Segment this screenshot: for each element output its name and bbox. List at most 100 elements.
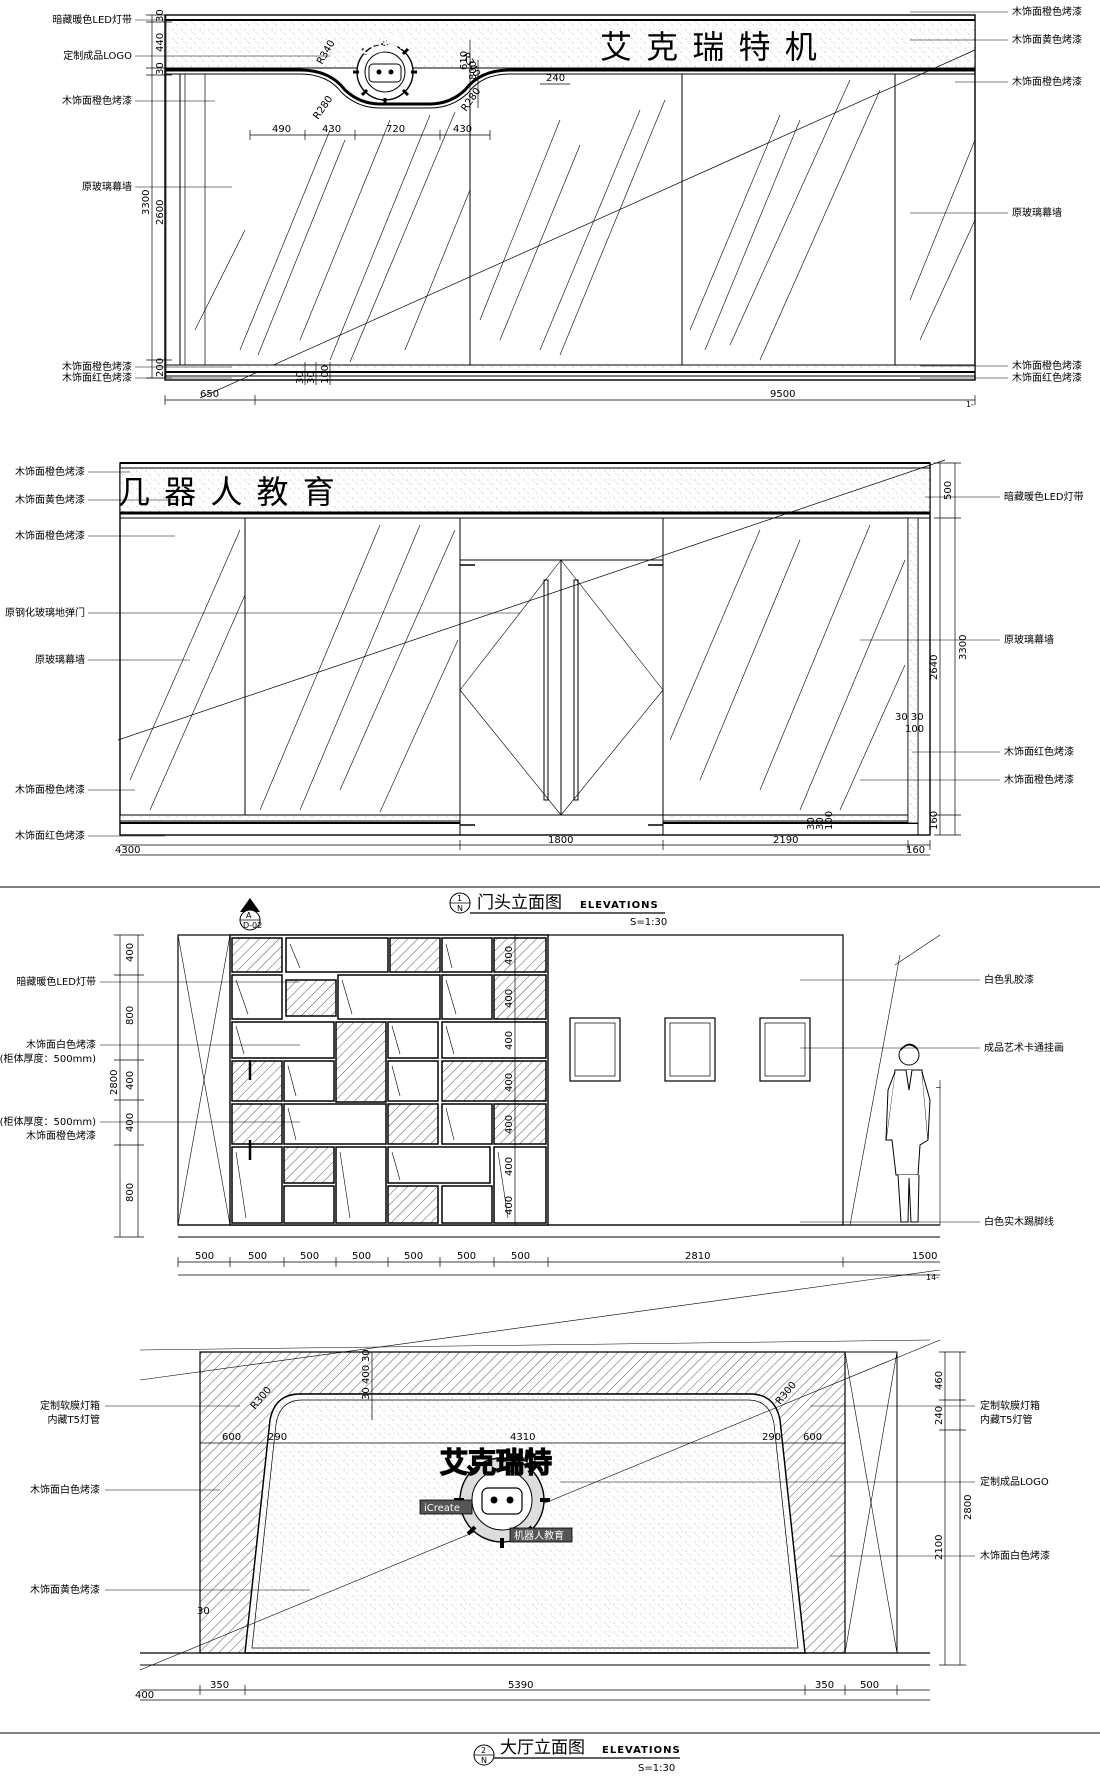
elev1-callout-left-2: 定制成品LOGO [63, 49, 132, 62]
elev3-callout-left-4: (柜体厚度：500mm) [0, 1115, 96, 1128]
elev1-dim-800: 800 [468, 61, 479, 80]
elev4-dim-right-2100: 2100 [934, 1535, 945, 1560]
elev3-dim-bottom-2: 500 [248, 1251, 267, 1262]
elev3-dim-left-1: 400 [125, 943, 136, 962]
elev3-dim-mid-7: 400 [504, 1196, 515, 1215]
elev1-dim-bottom-9500: 9500 [770, 389, 795, 400]
elev4-dim-right-460: 460 [934, 1371, 945, 1390]
elev1-callout-left-6: 木饰面红色烤漆 [62, 371, 132, 384]
elev4-dim-inner-400: 400 [361, 1365, 372, 1384]
elev3-dim-left-5: 400 [125, 1113, 136, 1132]
title1-sheet: N [457, 904, 463, 913]
elev2-callout-left-2: 木饰面黄色烤漆 [15, 493, 85, 506]
elevation-1-facade: 艾 克 瑞 特 机 艾克瑞特 490 430 720 [52, 5, 1082, 409]
elev3-art-frames [569, 1017, 811, 1082]
elev4-dim-inner-290-left: 290 [268, 1432, 287, 1443]
elev2-dim-inner-30a: 30 [806, 817, 817, 830]
elev3-section-tag: A [246, 911, 252, 920]
elev3-dim-bottom-1: 500 [195, 1251, 214, 1262]
elev1-dim-bottom-30b: 30 [306, 371, 317, 384]
elev1-dim-top-2: 430 [322, 124, 341, 135]
elev3-dim-left-2: 800 [125, 1006, 136, 1025]
elev2-dim-right-2640: 2640 [929, 655, 940, 680]
elev4-dim-inner-290-right: 290 [762, 1432, 781, 1443]
elev3-dim-mid-2: 400 [504, 989, 515, 1008]
title1-cn: 门头立面图 [477, 893, 562, 913]
elev3-page-mark: 14- [926, 1273, 939, 1282]
elev3-dim-bottom-9: 1500 [912, 1251, 937, 1262]
elev1-dim-bottom-650: 650 [200, 389, 219, 400]
drawing-title-1: 1 N 门头立面图 ELEVATIONS S=1:30 [449, 892, 667, 928]
elev1-dim-left-3300: 3300 [141, 190, 152, 215]
elev3-section-marker: A D-02 [239, 898, 262, 931]
elev4-dim-inner-30b: 30 [361, 1387, 372, 1400]
elev3-dim-left-6: 800 [125, 1183, 136, 1202]
elev3-dim-bottom-7: 500 [511, 1251, 530, 1262]
elev2-dim-bottom-160: 160 [906, 845, 925, 856]
drawing-title-2: 2 N 大厅立面图 ELEVATIONS S=1:30 [473, 1738, 680, 1774]
title1-scale: S=1:30 [630, 917, 667, 928]
elev4-callout-left-3: 木饰面白色烤漆 [30, 1483, 100, 1496]
title2-number: 2 [481, 1746, 486, 1755]
elev3-wavy-break: ~ [935, 1083, 942, 1092]
elev1-callout-left-1: 暗藏暖色LED灯带 [52, 13, 132, 26]
elev2-dim-right-500: 500 [943, 481, 954, 500]
elev4-callout-right-3: 定制成品LOGO [980, 1475, 1049, 1488]
elev1-dim-left-2600: 2600 [155, 200, 166, 225]
elev4-dim-bottom-350a: 350 [210, 1680, 229, 1691]
elev3-dim-mid-5: 400 [504, 1115, 515, 1134]
elev3-callout-left-3: (柜体厚度：500mm) [0, 1052, 96, 1065]
elev3-dim-left-3: 2800 [109, 1070, 120, 1095]
elev2-glass-door [459, 559, 664, 826]
elev4-logo-sub2: 机器人教育 [514, 1529, 564, 1542]
elev3-shelving-unit [229, 934, 549, 1226]
elev1-callout-right-2: 木饰面黄色烤漆 [1012, 33, 1082, 46]
elev3-dim-mid-1: 400 [504, 946, 515, 965]
elev4-dim-bottom-500: 500 [860, 1680, 879, 1691]
elev3-dim-mid-4: 400 [504, 1073, 515, 1092]
elev1-dim-left-440: 440 [155, 33, 166, 52]
elev2-callout-right-4: 木饰面橙色烤漆 [1004, 773, 1074, 786]
elev3-section-ref: D-02 [243, 921, 262, 930]
elev4-callout-left-1: 定制软膜灯箱 [40, 1399, 100, 1412]
elev1-callout-right-3: 木饰面橙色烤漆 [1012, 75, 1082, 88]
elev3-callout-right-2: 成品艺术卡通挂画 [984, 1041, 1064, 1054]
elev2-dim-inner-100b: 100 [824, 811, 835, 830]
elev1-callout-left-4: 原玻璃幕墙 [82, 180, 132, 193]
elev1-dim-bottom-30a: 30 [295, 371, 306, 384]
elev2-dim-bottom-2190: 2190 [773, 835, 798, 846]
elev4-logo: 艾克瑞特 iCreate 机器人教育 [419, 1445, 573, 1548]
elev1-callout-left-5: 木饰面橙色烤漆 [62, 360, 132, 373]
elev3-callout-left-1: 暗藏暖色LED灯带 [16, 975, 96, 988]
elev3-dim-bottom-6: 500 [457, 1251, 476, 1262]
elev2-sign-text: 几 器 人 教 育 [118, 473, 337, 511]
elev4-dim-right-2800: 2800 [963, 1495, 974, 1520]
elev1-callout-left-3: 木饰面橙色烤漆 [62, 94, 132, 107]
elev4-callout-right-2: 内藏T5灯管 [980, 1413, 1032, 1426]
elev3-dim-mid-6: 400 [504, 1157, 515, 1176]
elev2-dim-bottom-1800: 1800 [548, 835, 573, 846]
elev1-dim-r280-left: R280 [311, 94, 335, 122]
elev2-callout-right-2: 原玻璃幕墙 [1004, 633, 1054, 646]
elev2-callout-left-3: 木饰面橙色烤漆 [15, 529, 85, 542]
elev1-logo: 艾克瑞特 [353, 32, 417, 104]
elev1-dim-240: 240 [546, 73, 565, 84]
elev2-dim-inner-100: 100 [905, 724, 924, 735]
elev1-dim-left-30a: 30 [155, 9, 166, 22]
elev2-callout-left-7: 木饰面红色烤漆 [15, 829, 85, 842]
elev3-dim-bottom-3: 500 [300, 1251, 319, 1262]
elev4-callout-left-2: 内藏T5灯管 [48, 1413, 100, 1426]
elev4-callout-right-4: 木饰面白色烤漆 [980, 1549, 1050, 1562]
elev4-callout-left-4: 木饰面黄色烤漆 [30, 1583, 100, 1596]
elev4-dim-inner-600-right: 600 [803, 1432, 822, 1443]
elev4-dim-right-240: 240 [934, 1406, 945, 1425]
elev4-dim-bottom-5390: 5390 [508, 1680, 533, 1691]
elevation-2-entrance: 几 器 人 教 育 [5, 459, 1084, 856]
elev2-callout-right-3: 木饰面红色烤漆 [1004, 745, 1074, 758]
elev4-dim-inner-600-left: 600 [222, 1432, 241, 1443]
title1-number: 1 [457, 894, 462, 903]
elev4-dim-bottom-350b: 350 [815, 1680, 834, 1691]
elev4-logo-sub: iCreate [424, 1503, 460, 1514]
elev3-dim-mid-3: 400 [504, 1031, 515, 1050]
